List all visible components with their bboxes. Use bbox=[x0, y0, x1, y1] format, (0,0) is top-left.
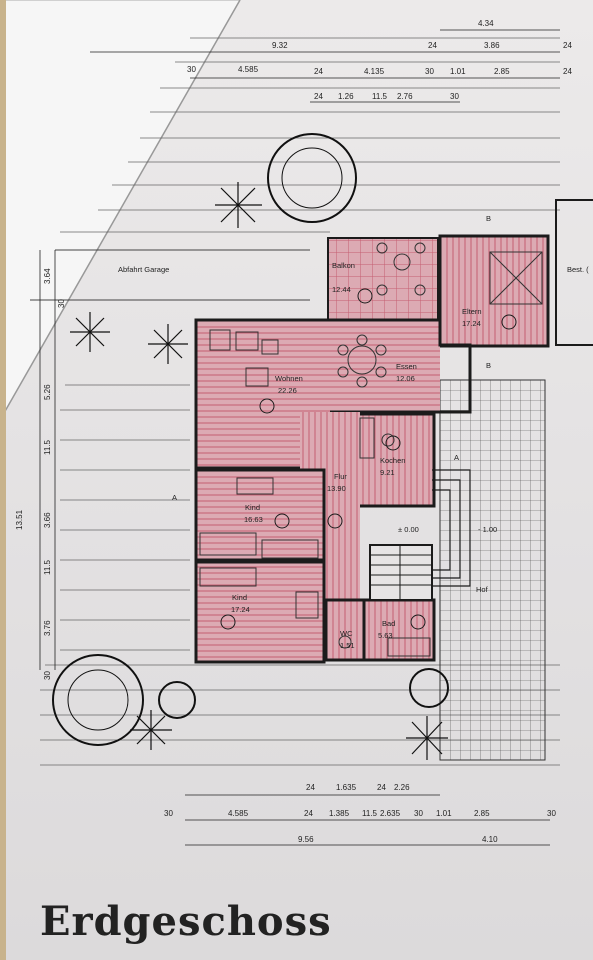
dim-bot-r1-0: 24 bbox=[306, 783, 315, 792]
label-best: Best. ( bbox=[567, 265, 589, 274]
room-area-kind-2: 17.24 bbox=[231, 605, 250, 614]
window-markers bbox=[220, 288, 517, 630]
dim-bot-r2-9: 30 bbox=[547, 809, 556, 818]
dim-left-6: 3.76 bbox=[43, 620, 52, 636]
room-label-essen: Essen bbox=[396, 362, 417, 371]
dim-top-r3-5: 1.01 bbox=[450, 67, 466, 76]
adjacent-building bbox=[555, 199, 593, 346]
room-label-kind-1: Kind bbox=[245, 503, 260, 512]
dim-bot-r1-3: 2.26 bbox=[394, 783, 410, 792]
dim-top-r2-1: 24 bbox=[428, 41, 437, 50]
hof-paving-grid bbox=[440, 380, 545, 760]
label-hof: Hof bbox=[476, 585, 489, 594]
room-kind-2 bbox=[194, 560, 326, 664]
floor-title: Erdgeschoss bbox=[40, 898, 332, 945]
dim-bot-r2-0: 30 bbox=[164, 809, 173, 818]
dim-bot-r2-7: 1.01 bbox=[436, 809, 452, 818]
dim-left-8: 13.51 bbox=[15, 509, 24, 530]
room-label-kind-2: Kind bbox=[232, 593, 247, 602]
shrubs-left bbox=[70, 312, 188, 364]
room-label-bad: Bad bbox=[382, 619, 395, 628]
dim-top-r3-1: 4.585 bbox=[238, 65, 259, 74]
dim-left-2: 5.26 bbox=[43, 384, 52, 400]
dim-top-r2-0: 9.32 bbox=[272, 41, 288, 50]
dim-top-r2-2: 3.86 bbox=[484, 41, 500, 50]
room-area-wc: 1.51 bbox=[340, 641, 355, 650]
tree-top bbox=[267, 133, 357, 223]
room-eltern bbox=[438, 234, 550, 348]
label-section-b-bottom: B bbox=[486, 361, 491, 370]
room-essen bbox=[330, 320, 440, 412]
shrub-bottom-right bbox=[406, 716, 448, 760]
staircase bbox=[369, 544, 433, 601]
dim-top-r2-3: 24 bbox=[563, 41, 572, 50]
room-area-kind-1: 16.63 bbox=[244, 515, 263, 524]
room-area-eltern: 17.24 bbox=[462, 319, 481, 328]
room-area-essen: 12.06 bbox=[396, 374, 415, 383]
dim-bot-r2-3: 1.385 bbox=[329, 809, 350, 818]
dim-top-r4-1: 1.26 bbox=[338, 92, 354, 101]
tree-bottom-right bbox=[409, 668, 449, 708]
room-area-kochen: 9.21 bbox=[380, 468, 395, 477]
label-level-minus: - 1.00 bbox=[478, 525, 497, 534]
dim-top-r4-3: 2.76 bbox=[397, 92, 413, 101]
room-area-balkon: 12.44 bbox=[332, 285, 351, 294]
dim-top-r4-4: 30 bbox=[450, 92, 459, 101]
dim-bot-r2-8: 2.85 bbox=[474, 809, 490, 818]
dim-top-r3-7: 24 bbox=[563, 67, 572, 76]
dim-left-4: 3.66 bbox=[43, 512, 52, 528]
dim-top-r3-2: 24 bbox=[314, 67, 323, 76]
dim-left-0: 3.64 bbox=[43, 268, 52, 284]
room-kind-1 bbox=[194, 468, 326, 562]
room-balkon bbox=[327, 237, 439, 321]
tree-bottom-left bbox=[52, 654, 196, 746]
label-garage: Abfahrt Garage bbox=[118, 265, 169, 274]
dim-left-7: 30 bbox=[43, 671, 52, 680]
dim-bot-r2-6: 30 bbox=[414, 809, 423, 818]
room-label-balkon: Balkon bbox=[332, 261, 355, 270]
shrub-bottom-left bbox=[130, 710, 172, 750]
dim-bot-r2-4: 11.5 bbox=[362, 809, 378, 818]
dim-bot-r2-5: 2.635 bbox=[380, 809, 401, 818]
label-section-b-top: B bbox=[486, 214, 491, 223]
room-area-wohnen: 22.26 bbox=[278, 386, 297, 395]
room-wc bbox=[324, 598, 366, 662]
dim-left-3: 11.5 bbox=[43, 439, 52, 455]
dim-top-r3-6: 2.85 bbox=[494, 67, 510, 76]
room-label-kochen: Kochen bbox=[380, 456, 405, 465]
dim-bot-r3-1: 4.10 bbox=[482, 835, 498, 844]
room-label-wohnen: Wohnen bbox=[275, 374, 303, 383]
dim-bot-r1-2: 24 bbox=[377, 783, 386, 792]
dim-bot-r2-2: 24 bbox=[304, 809, 313, 818]
dim-top-r4-0: 24 bbox=[314, 92, 323, 101]
shrub-star-top bbox=[215, 182, 262, 228]
dim-top-r3-0: 30 bbox=[187, 65, 196, 74]
room-label-wc: WC bbox=[340, 629, 353, 638]
room-area-bad: 5.63 bbox=[378, 631, 393, 640]
dim-top-r3-3: 4.135 bbox=[364, 67, 385, 76]
label-level-zero: ± 0.00 bbox=[398, 525, 419, 534]
furniture bbox=[199, 242, 431, 657]
dim-top-r1-0: 4.34 bbox=[478, 19, 494, 28]
label-section-a-left: A bbox=[172, 493, 177, 502]
dim-top-r3-4: 30 bbox=[425, 67, 434, 76]
dimension-lines bbox=[39, 29, 560, 846]
dim-bot-r3-0: 9.56 bbox=[298, 835, 314, 844]
dim-top-r4-2: 11.5 bbox=[372, 92, 388, 101]
room-label-flur: Flur bbox=[334, 472, 347, 481]
label-section-a-right: A bbox=[454, 453, 459, 462]
entrance-steps bbox=[432, 469, 471, 587]
room-area-flur: 13.90 bbox=[327, 484, 346, 493]
dim-bot-r2-1: 4.585 bbox=[228, 809, 249, 818]
dim-left-1: 30 bbox=[57, 299, 66, 308]
room-label-eltern: Eltern bbox=[462, 307, 482, 316]
dim-left-5: 11.5 bbox=[43, 559, 52, 575]
dim-bot-r1-1: 1.635 bbox=[336, 783, 357, 792]
terrain-lines-top bbox=[60, 37, 560, 233]
